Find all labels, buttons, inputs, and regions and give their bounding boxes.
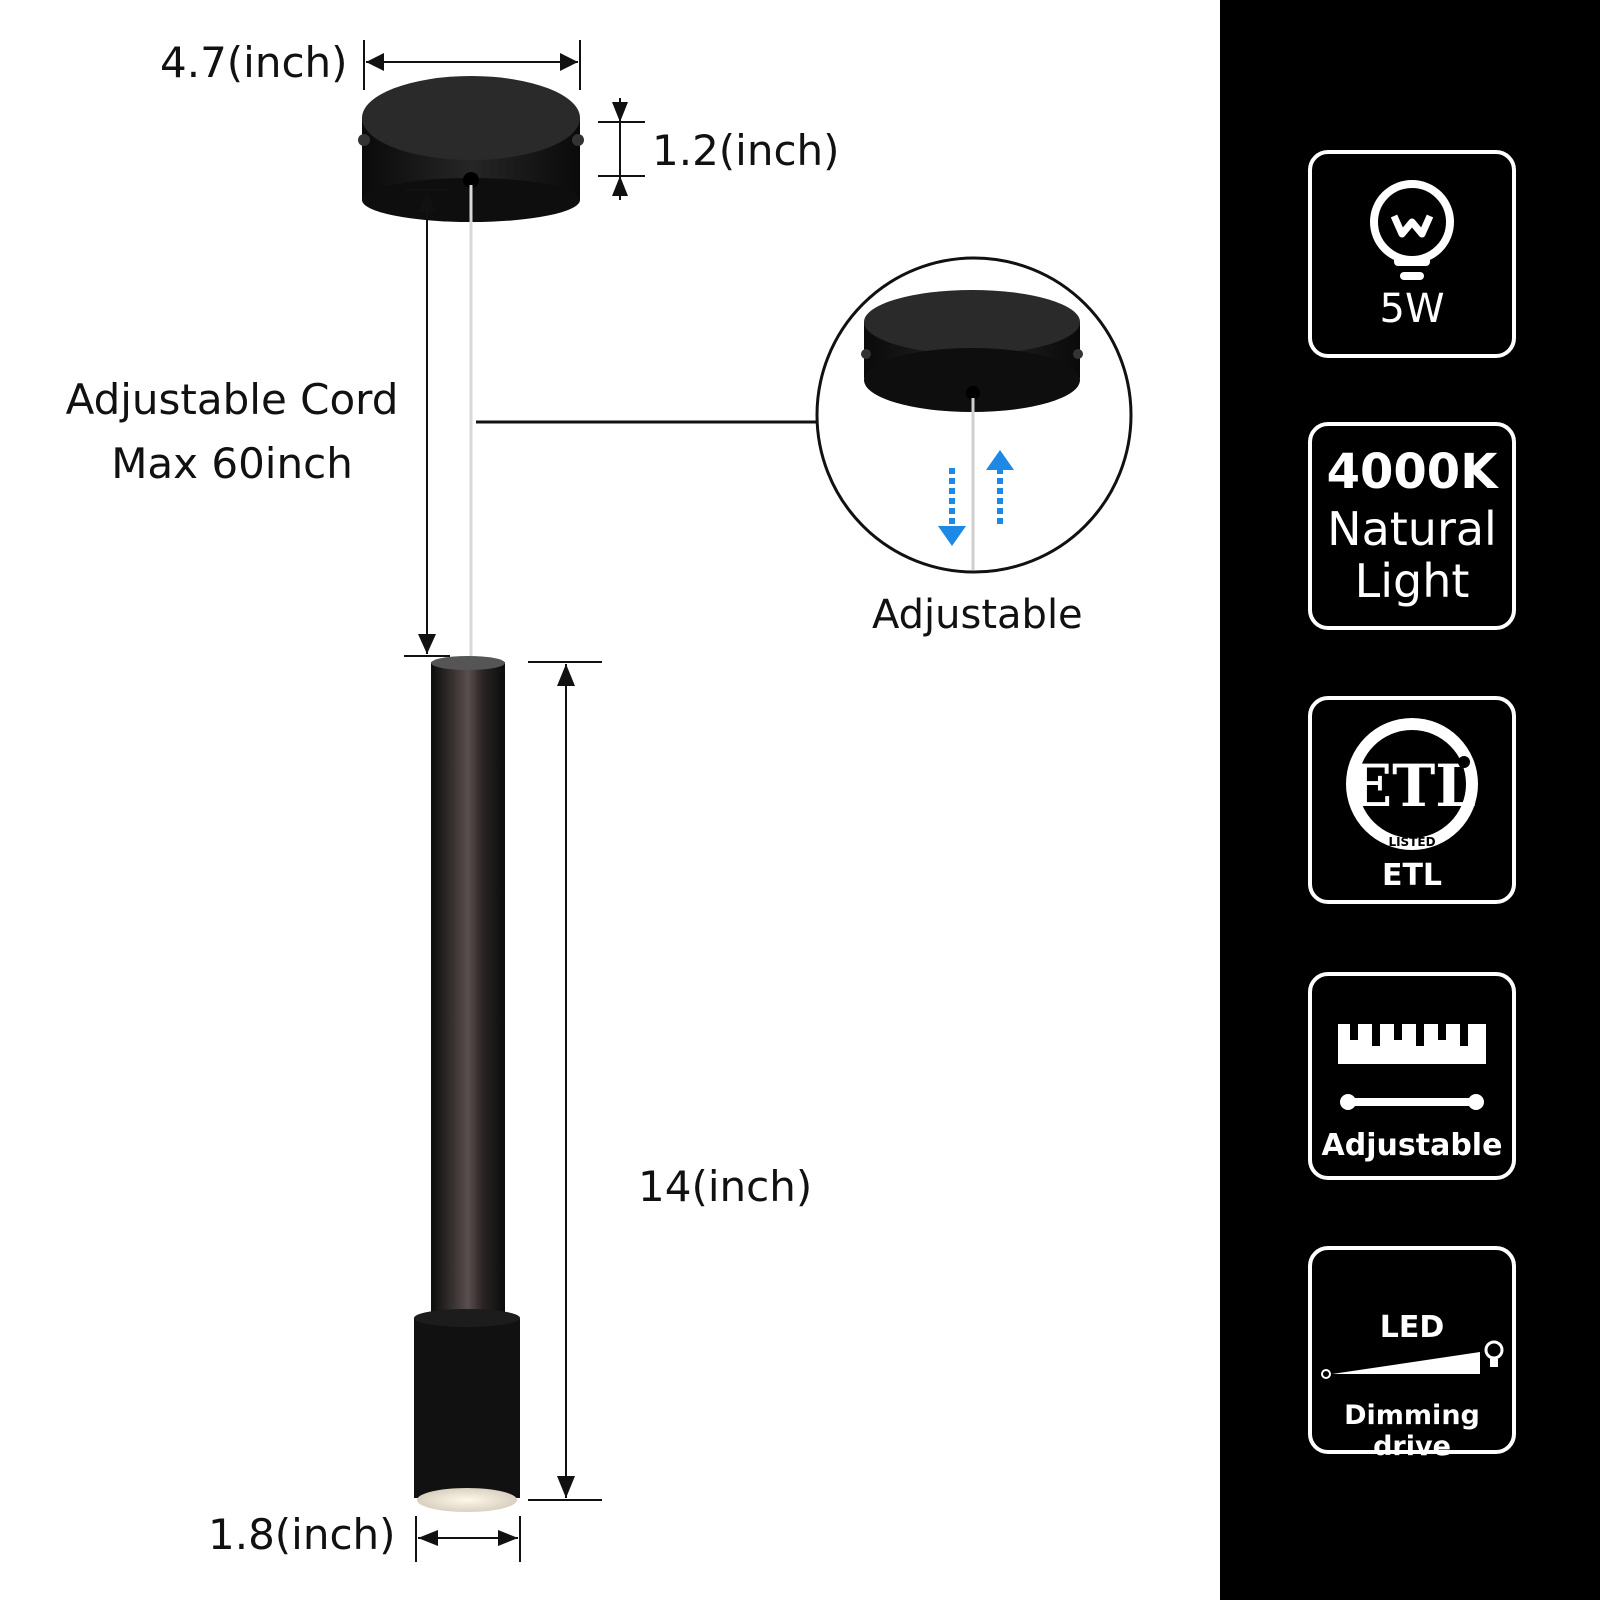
canopy-width-dimension xyxy=(363,40,581,90)
cord-length-dimension xyxy=(404,189,450,657)
cord-label-line1: Adjustable Cord xyxy=(65,375,399,424)
color-temperature-badge: 4000K Natural Light xyxy=(1308,422,1516,630)
color-temp-line2: Natural xyxy=(1327,502,1497,556)
etl-listed-text: LISTED xyxy=(1388,835,1435,849)
pendant-light-drawing xyxy=(358,40,1133,1562)
ruler-icon xyxy=(1338,1024,1486,1110)
canopy-height-label: 1.2(inch) xyxy=(652,126,840,175)
tube-diameter-dimension xyxy=(415,1516,521,1562)
etl-label: ETL xyxy=(1381,858,1443,893)
dimming-ramp-icon xyxy=(1321,1340,1504,1379)
etl-listed-logo: ETL LISTED xyxy=(1346,718,1478,850)
tube-length-dimension xyxy=(528,661,602,1501)
zoom-detail-circle xyxy=(815,256,1133,574)
dimming-drive-label: Dimming drive xyxy=(1344,1400,1480,1462)
cord-label-line2: Max 60inch xyxy=(111,439,353,488)
canopy-height-dimension xyxy=(598,98,645,200)
wattage-badge: 5W xyxy=(1308,150,1516,358)
dimming-led-label: LED xyxy=(1379,1310,1445,1345)
tube-diameter-label: 1.8(inch) xyxy=(208,1510,396,1559)
color-temp-line3: Light xyxy=(1354,554,1470,608)
cord-label: Adjustable Cord Max 60inch xyxy=(58,368,406,496)
dimming-badge: LED Dimming drive xyxy=(1308,1246,1516,1462)
adjustable-label: Adjustable xyxy=(1321,1128,1503,1163)
light-bulb-icon xyxy=(1370,180,1454,280)
color-temp-value: 4000K xyxy=(1326,444,1498,500)
down-arrow-icon xyxy=(938,468,966,546)
etl-mark-text: ETL xyxy=(1348,752,1476,820)
tube-length-label: 14(inch) xyxy=(638,1162,813,1211)
adjustable-badge: Adjustable xyxy=(1308,972,1516,1180)
up-arrow-icon xyxy=(986,450,1014,524)
canopy-width-label: 4.7(inch) xyxy=(160,38,348,87)
etl-badge: ETL LISTED ETL xyxy=(1308,696,1516,904)
zoom-adjustable-label: Adjustable xyxy=(872,592,1083,638)
pendant-tube xyxy=(414,656,520,1512)
wattage-label: 5W xyxy=(1379,286,1445,332)
